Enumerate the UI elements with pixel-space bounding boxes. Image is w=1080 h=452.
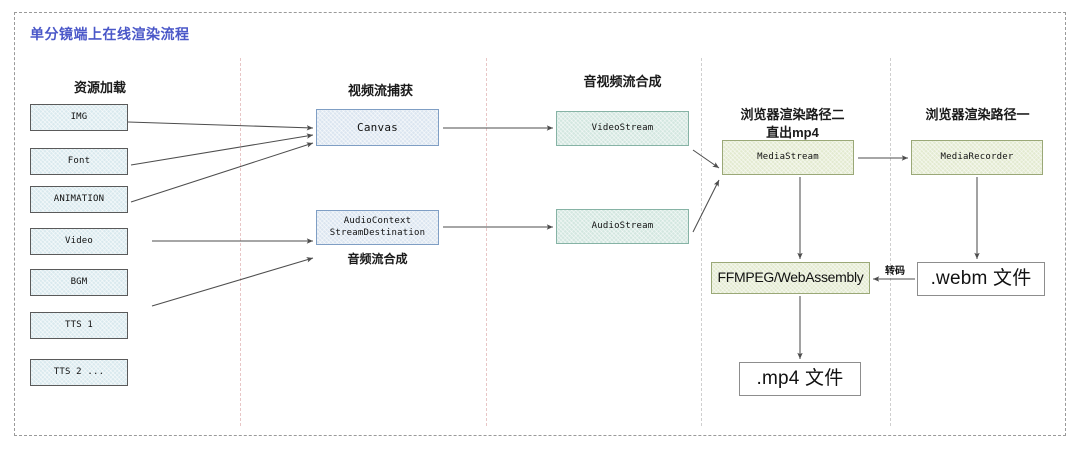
node-ffmpeg-webassembly[interactable]: FFMPEG/WebAssembly [711,262,870,294]
node-video[interactable]: Video [30,228,128,255]
audiocontext-line-2: StreamDestination [329,227,426,238]
edge-label-transcode: 转码 [885,266,905,277]
lane-title-av-stream-composition: 音视频流合成 [583,74,662,89]
diagram-frame [14,12,1066,436]
page-title: 单分镜端上在线渲染流程 [30,26,190,42]
node-webm-file[interactable]: .webm 文件 [917,262,1045,296]
lane-divider-4 [890,58,891,426]
lane-divider-2 [486,58,487,426]
lane-title-browser-render-path-two: 浏览器渲染路径二 [740,107,845,122]
node-mediarecorder[interactable]: MediaRecorder [911,140,1043,175]
lane-title-resource-loading: 资源加载 [73,80,126,95]
lane-divider-1 [240,58,241,426]
lane-subtitle-direct-mp4: 直出mp4 [766,125,819,140]
node-videostream[interactable]: VideoStream [556,111,689,146]
node-tts-2[interactable]: TTS 2 ... [30,359,128,386]
lane-title-video-stream-capture: 视频流捕获 [347,83,413,98]
node-bgm[interactable]: BGM [30,269,128,296]
lane-title-browser-render-path-one: 浏览器渲染路径一 [925,107,1030,122]
node-mediastream[interactable]: MediaStream [722,140,854,175]
node-canvas[interactable]: Canvas [316,109,439,146]
node-audiostream[interactable]: AudioStream [556,209,689,244]
audiocontext-line-1: AudioContext [343,216,412,227]
lane-divider-3 [701,58,702,426]
node-tts-1[interactable]: TTS 1 [30,312,128,339]
node-audiocontext-streamdestination[interactable]: AudioContext StreamDestination [316,210,439,245]
node-mp4-file[interactable]: .mp4 文件 [739,362,861,396]
node-img[interactable]: IMG [30,104,128,131]
node-animation[interactable]: ANIMATION [30,186,128,213]
audio-composition-caption: 音频流合成 [347,252,408,266]
node-font[interactable]: Font [30,148,128,175]
